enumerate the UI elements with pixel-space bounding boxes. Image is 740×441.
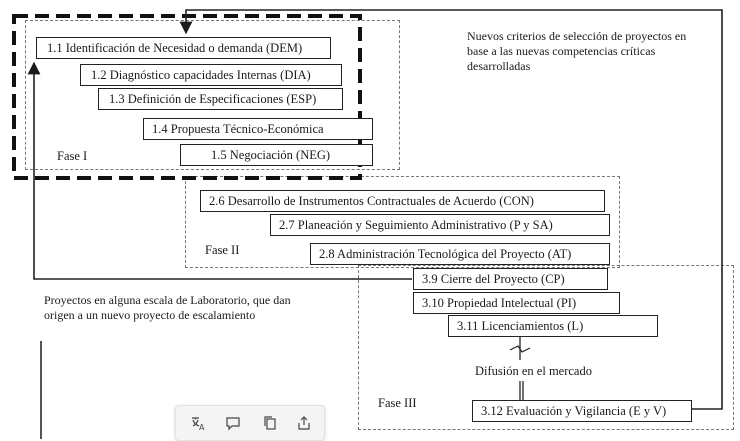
phase-1-region <box>25 20 400 170</box>
break-symbol-1 <box>509 345 531 353</box>
feedback-loop-right <box>179 9 723 410</box>
comment-icon[interactable] <box>221 412 245 434</box>
floating-toolbar: A <box>175 405 325 441</box>
market-diffusion-label: Difusión en el mercado <box>475 364 592 378</box>
node-1-5-neg: 1.5 Negociación (NEG) <box>180 144 373 166</box>
phase-1-highlight <box>12 14 362 180</box>
translate-icon[interactable]: A <box>186 412 210 434</box>
node-2-7-psa: 2.7 Planeación y Seguimiento Administrat… <box>270 214 610 236</box>
node-1-4-propuesta: 1.4 Propuesta Técnico-Económica <box>143 118 373 140</box>
copy-icon[interactable] <box>258 412 282 434</box>
node-3-12-eyv: 3.12 Evaluación y Vigilancia (E y V) <box>472 400 692 422</box>
node-1-1-dem: 1.1 Identificación de Necesidad o demand… <box>36 37 331 59</box>
node-3-10-pi: 3.10 Propiedad Intelectual (PI) <box>413 292 620 314</box>
node-1-2-dia: 1.2 Diagnóstico capacidades Internas (DI… <box>80 64 342 86</box>
phase-3-label: Fase III <box>378 396 417 410</box>
phase-2-label: Fase II <box>205 243 240 257</box>
phase-1-label: Fase I <box>57 149 88 163</box>
note-new-criteria: Nuevos criterios de selección de proyect… <box>467 29 687 73</box>
node-3-11-l: 3.11 Licenciamientos (L) <box>448 315 658 337</box>
node-3-9-cp: 3.9 Cierre del Proyecto (CP) <box>413 268 608 290</box>
phase-2-region <box>185 176 620 268</box>
node-1-3-esp: 1.3 Definición de Especificaciones (ESP) <box>98 88 343 110</box>
feedback-loop-left <box>27 61 412 280</box>
share-icon[interactable] <box>292 412 316 434</box>
side-bar-line <box>40 341 42 439</box>
note-laboratory-projects: Proyectos en alguna escala de Laboratori… <box>44 293 291 322</box>
svg-text:A: A <box>199 423 205 431</box>
phase-3-region <box>358 265 734 430</box>
node-2-6-con: 2.6 Desarrollo de Instrumentos Contractu… <box>200 190 605 212</box>
node-2-8-at: 2.8 Administración Tecnológica del Proye… <box>310 243 610 265</box>
